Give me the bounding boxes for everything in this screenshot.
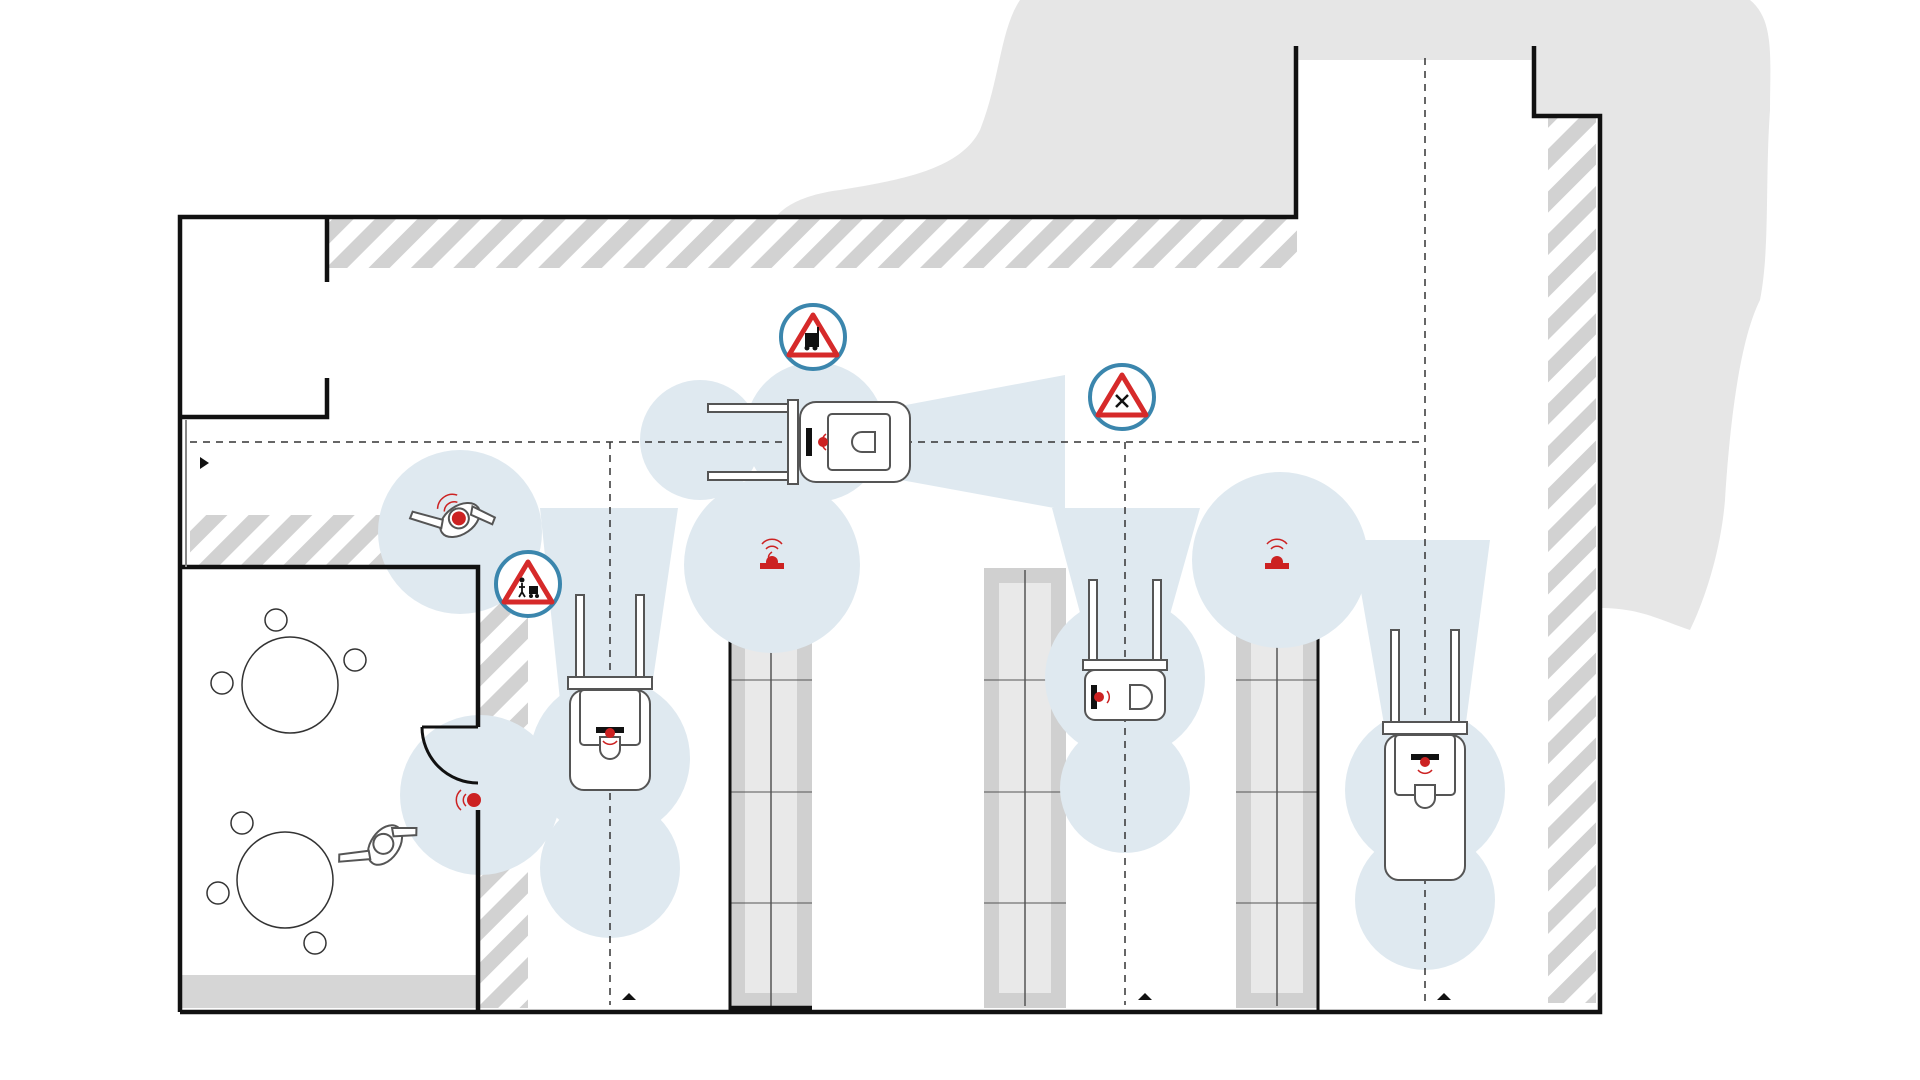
rack-row-2 [984,568,1066,1008]
outer-wall [180,46,1603,1015]
rack-sensor-3 [1265,538,1289,569]
forklift-icon [567,594,653,791]
walls [177,46,1603,1015]
chair [343,648,367,672]
pedestrian-icon [408,493,497,539]
forklift-icon [1082,579,1168,721]
office-top-wall [180,378,330,420]
direction-arrow-icon [1138,993,1152,1000]
rack-sensor-1 [760,538,784,569]
direction-arrow-icon [200,457,209,469]
hatch-strip-right [1548,118,1596,1003]
table-1 [210,608,367,734]
outer-wall-left-top [177,46,1299,1012]
office-wall [180,564,481,727]
beam-left-forklift [540,508,678,700]
outdoor-area [770,0,1771,630]
office-door[interactable] [420,725,479,785]
office-floor-strip [180,975,478,1008]
crossing-warning-sign-icon[interactable] [1088,363,1156,431]
chair [303,931,327,955]
sensor-zones [378,362,1505,970]
forklift-warning-sign-icon[interactable] [779,303,847,371]
hatch-strip-top [327,218,1297,268]
pedestrian-icon [338,824,418,866]
beam-right-forklift [1352,540,1490,730]
office-wall-sensor [455,789,481,811]
direction-arrows [200,457,1451,1000]
direction-arrow-icon [622,993,636,1000]
forklift-icon [1382,629,1468,881]
chair [206,881,230,905]
direction-arrow-icon [1437,993,1451,1000]
pedestrian-forklift-warning-sign-icon[interactable] [494,550,562,618]
chair [210,671,234,695]
table-2 [206,811,334,955]
beam-top-forklift [890,375,1065,510]
chair [264,608,288,632]
chair [230,811,254,835]
forklift-icon [707,399,911,485]
